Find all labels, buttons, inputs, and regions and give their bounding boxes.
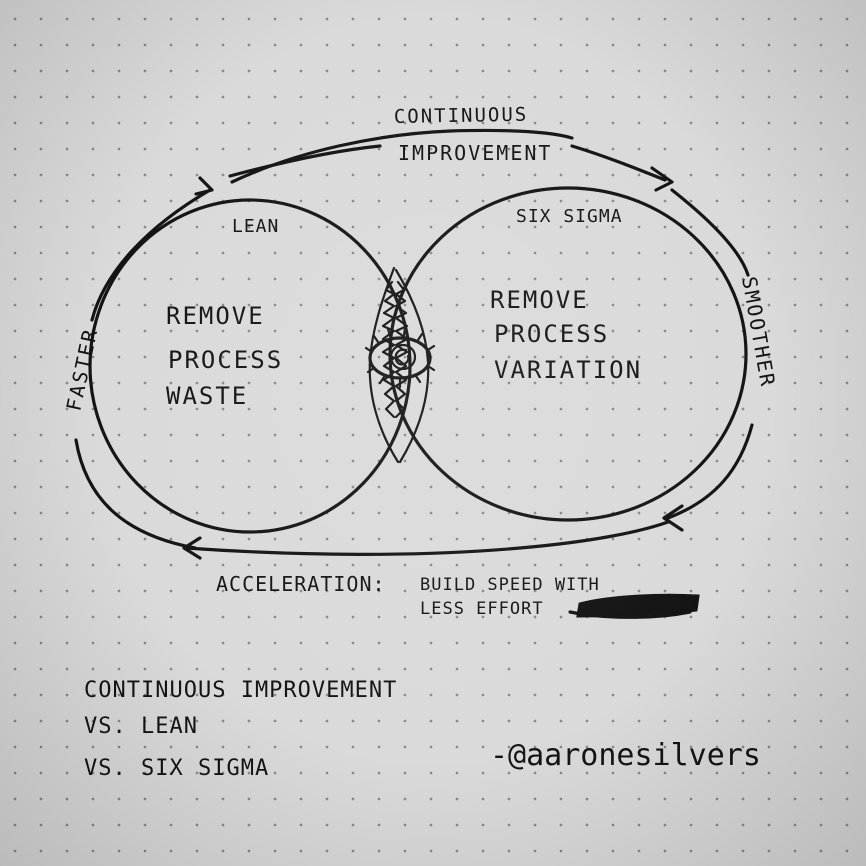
- caption-line3: vs. Six Sigma: [84, 756, 269, 781]
- left-lower-arc: [74, 438, 197, 550]
- bottom-arc-arrow: [184, 520, 670, 556]
- top-arc-label-line1: Continuous: [394, 104, 529, 128]
- intersection-lens: [364, 266, 436, 464]
- scribble-redaction-tail: [568, 610, 692, 619]
- top-left-arrowhead: [194, 176, 214, 196]
- lean-body-line3: Waste: [166, 382, 248, 410]
- top-right-arrow: [570, 144, 667, 182]
- lean-body-line2: Process: [168, 346, 283, 374]
- bottom-label-line2: less effort: [420, 599, 544, 619]
- right-upper-arc: [670, 188, 750, 277]
- top-arc-label-line2: Improvement: [398, 141, 552, 165]
- eye-outline: [368, 336, 432, 380]
- lens-jagged-right: [394, 280, 409, 419]
- top-arc-arrow: [230, 128, 574, 184]
- eye-lashes: [364, 326, 436, 389]
- eye-iris: [389, 343, 417, 371]
- right-lower-arc: [666, 423, 754, 520]
- caption-line1: Continuous Improvement: [84, 678, 397, 703]
- bottom-left-arrowhead: [182, 536, 202, 560]
- six-sigma-body-line2: Process: [494, 320, 609, 348]
- six-sigma-body-line1: Remove: [490, 286, 589, 314]
- bottom-label-rest: Build speed with: [420, 575, 600, 595]
- six-sigma-title: Six Sigma: [516, 206, 623, 227]
- six-sigma-body-line3: Variation: [494, 356, 642, 384]
- left-arc-arrow: [90, 188, 212, 322]
- left-arc-label: Faster: [61, 326, 102, 413]
- cycle-arrows: [74, 128, 754, 560]
- top-right-arrowhead: [650, 166, 674, 192]
- signature: -@aaronesilvers: [490, 738, 761, 773]
- lean-body-line1: Remove: [166, 302, 265, 330]
- caption-line2: vs. Lean: [84, 714, 198, 739]
- bottom-label-title: Acceleration:: [216, 572, 386, 596]
- lens-jagged-left: [381, 280, 396, 419]
- top-arc-arrow-inner: [228, 144, 382, 178]
- lean-title: Lean: [232, 216, 279, 237]
- bottom-right-arrowhead: [662, 504, 684, 532]
- six-sigma-circle: [388, 186, 748, 522]
- eye-swirl: [394, 348, 410, 366]
